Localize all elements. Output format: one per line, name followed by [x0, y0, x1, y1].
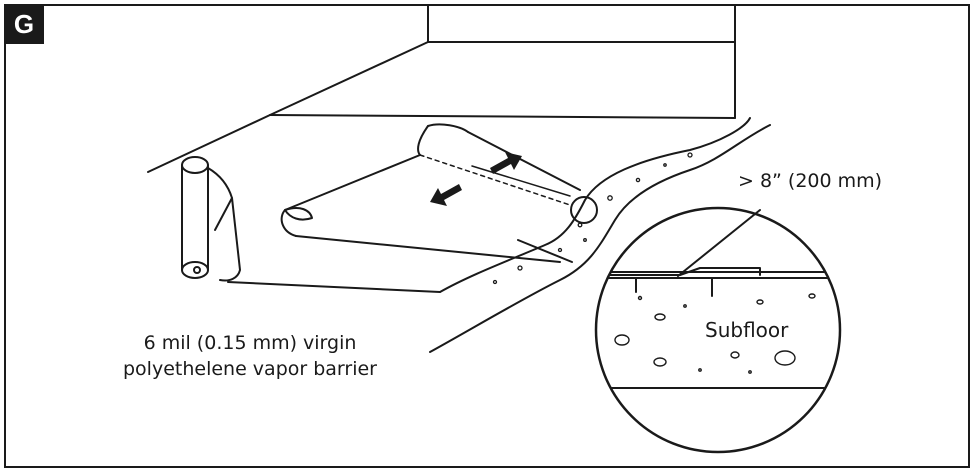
diagram-frame	[4, 4, 970, 468]
room-outline	[147, 5, 736, 293]
vapor-barrier-sheet	[280, 123, 581, 263]
vapor-barrier-caption: 6 mil (0.15 mm) virgin polyethelene vapo…	[100, 330, 400, 382]
vapor-barrier-roll	[181, 156, 241, 282]
caption-line-1: 6 mil (0.15 mm) virgin	[143, 332, 357, 354]
overlap-dimension-label: > 8” (200 mm)	[738, 170, 883, 192]
section-cut-line	[517, 239, 573, 263]
floor-cutaway	[429, 117, 771, 353]
overlap-arrows	[430, 152, 522, 206]
step-badge: G	[4, 4, 44, 44]
subfloor-label: Subfloor	[705, 318, 789, 342]
detail-magnifier	[594, 206, 842, 454]
caption-line-2: polyethelene vapor barrier	[122, 358, 377, 380]
detail-callout-circle	[570, 196, 598, 224]
